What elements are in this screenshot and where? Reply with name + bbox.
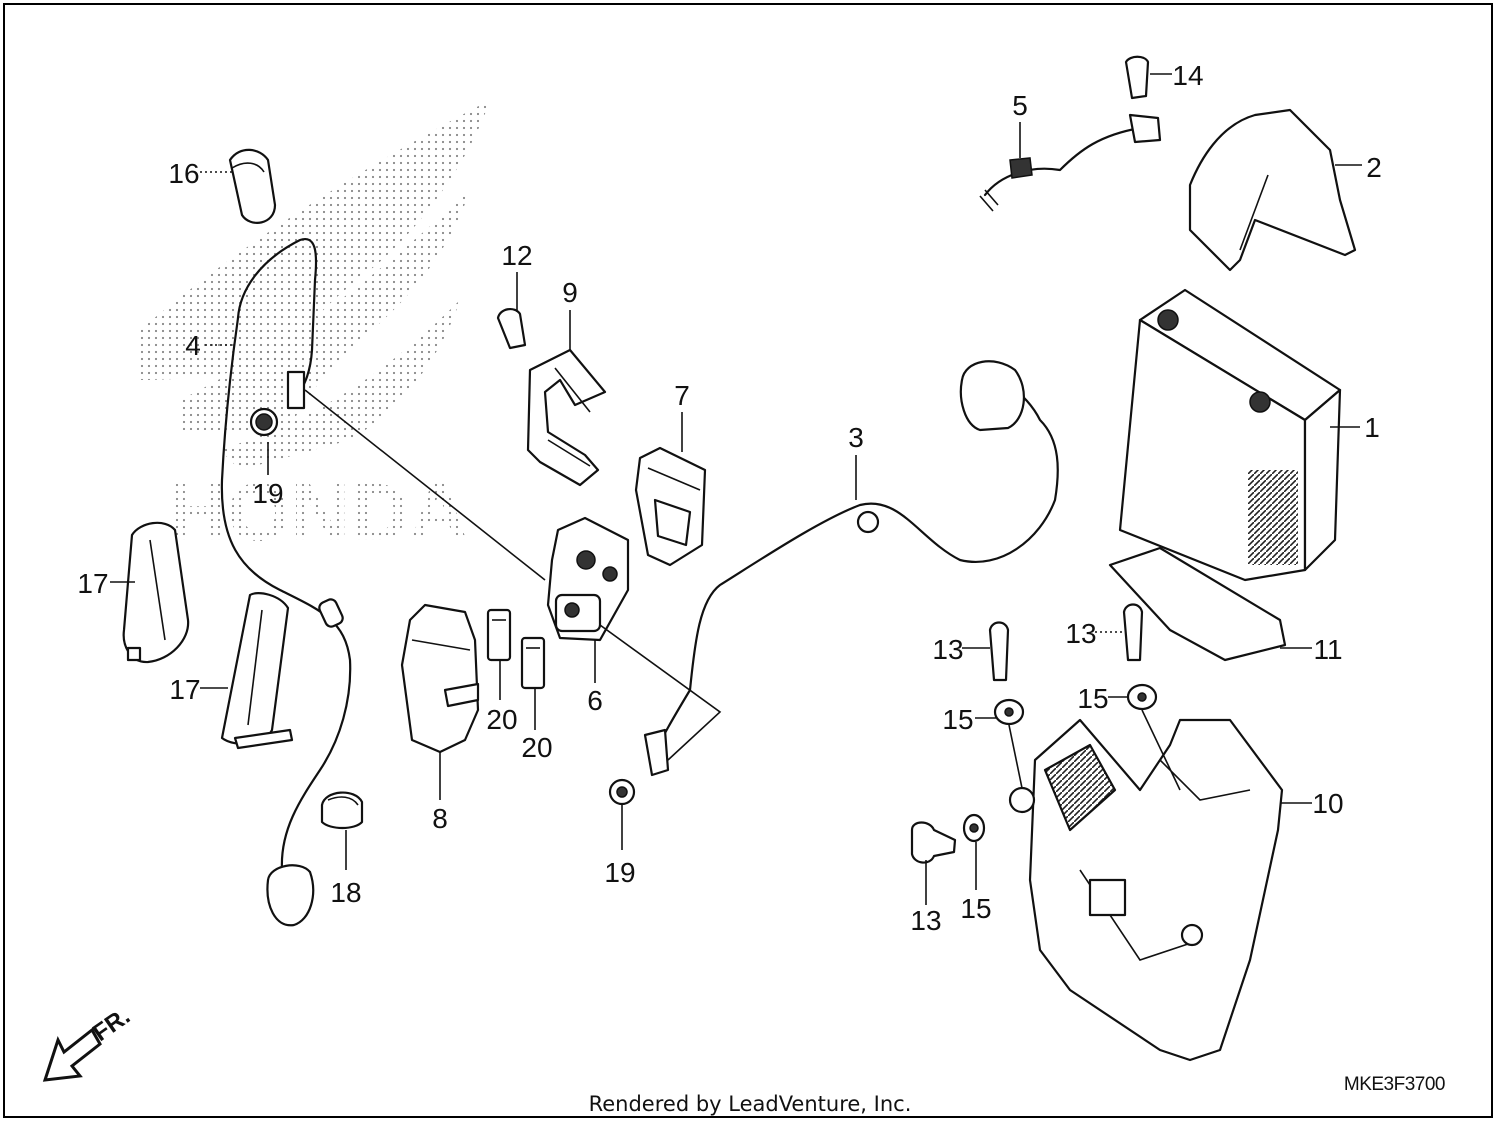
callout-9: 9 <box>562 277 578 308</box>
part-10-battery-box <box>1008 718 1284 1062</box>
part-17-holder-lower <box>220 591 294 750</box>
leader-lines <box>110 73 1362 905</box>
part-20-fuse-b <box>520 636 546 690</box>
callout-labels: 1 2 3 4 5 6 7 8 9 10 11 12 13 13 13 14 1… <box>77 60 1381 936</box>
callout-19-a: 19 <box>252 478 283 509</box>
honda-wing-logo: HONDA <box>140 100 490 558</box>
part-15-washer-b <box>1126 683 1158 711</box>
callout-1: 1 <box>1364 412 1380 443</box>
callout-18: 18 <box>330 877 361 908</box>
part-17-holder-upper <box>122 521 190 664</box>
callout-19-b: 19 <box>604 857 635 888</box>
part-11-pad <box>1108 546 1287 662</box>
honda-watermark-text: HONDA <box>168 467 469 558</box>
callout-13-a: 13 <box>932 634 963 665</box>
part-6-starter-relay <box>546 516 630 642</box>
callout-20-a: 20 <box>486 704 517 735</box>
part-2-cover <box>1188 108 1357 272</box>
callout-15-c: 15 <box>960 893 991 924</box>
part-20-fuse-a <box>486 608 512 662</box>
callout-2: 2 <box>1366 152 1382 183</box>
callout-4: 4 <box>185 330 201 361</box>
callout-10: 10 <box>1312 788 1343 819</box>
callout-16: 16 <box>168 158 199 189</box>
part-1-battery <box>1118 288 1342 582</box>
part-12-bolt <box>496 308 527 350</box>
callout-12: 12 <box>501 240 532 271</box>
callout-17-a: 17 <box>77 568 108 599</box>
part-15-washer-a <box>993 698 1025 726</box>
part-13-bolt-a <box>988 621 1010 682</box>
part-7-rubber-mount <box>634 446 707 567</box>
credit-text: Rendered by LeadVenture, Inc. <box>588 1092 912 1116</box>
callout-13-c: 13 <box>910 905 941 936</box>
part-5-cable <box>979 113 1162 212</box>
callout-15-a: 15 <box>942 704 973 735</box>
part-19-nut-lower <box>608 778 636 806</box>
part-19-nut-upper <box>255 413 273 431</box>
part-8-cover <box>400 603 480 754</box>
callout-7: 7 <box>674 380 690 411</box>
diagram-code: MKE3F3700 <box>1343 1074 1446 1095</box>
callout-6: 6 <box>587 685 603 716</box>
part-9-bracket <box>526 348 607 487</box>
callout-17-b: 17 <box>169 674 200 705</box>
assembly-lines <box>304 389 1181 791</box>
part-13-bolt-c <box>910 821 957 864</box>
part-3-cable <box>643 360 1059 777</box>
part-4-cable <box>220 237 352 927</box>
part-15-washer-c <box>962 813 986 843</box>
callout-13-b: 13 <box>1065 618 1096 649</box>
part-16-band <box>228 148 277 224</box>
callout-5: 5 <box>1012 90 1028 121</box>
callout-15-b: 15 <box>1077 683 1108 714</box>
callout-8: 8 <box>432 803 448 834</box>
part-14-bolt <box>1124 55 1150 100</box>
callout-20-b: 20 <box>521 732 552 763</box>
callout-11: 11 <box>1313 634 1342 665</box>
front-direction-arrow: FR. <box>42 1003 135 1082</box>
part-18-clip <box>320 791 364 830</box>
part-13-bolt-b <box>1122 603 1144 662</box>
callout-14: 14 <box>1172 60 1203 91</box>
callout-3: 3 <box>848 422 864 453</box>
